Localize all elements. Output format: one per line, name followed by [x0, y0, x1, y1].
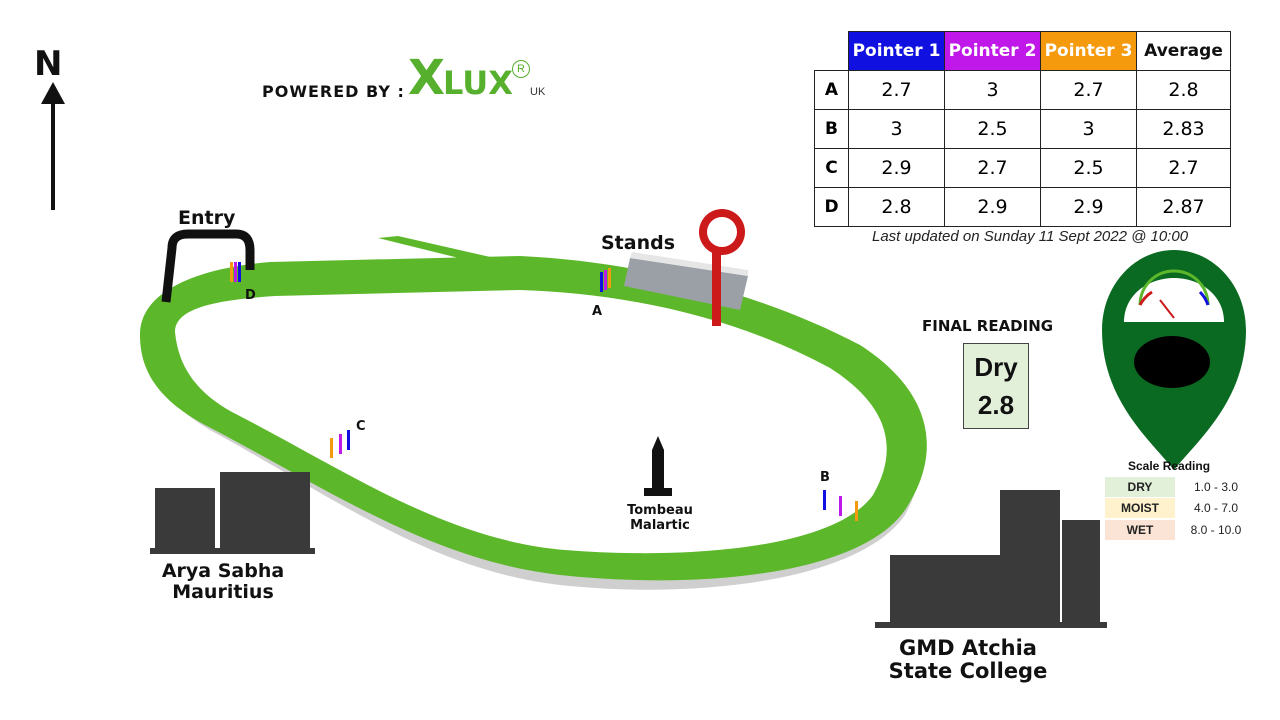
xlux-logo: XLUX — [408, 50, 513, 106]
final-reading-status: Dry — [974, 352, 1018, 382]
table-cell: 2.7 — [848, 70, 945, 110]
table-cell: 3 — [1040, 109, 1137, 149]
arya-line2: Mauritius — [172, 581, 274, 603]
row-label: D — [814, 187, 849, 227]
winning-post — [712, 240, 721, 326]
monument-icon — [644, 436, 672, 496]
row-label: A — [814, 70, 849, 110]
table-row: D 2.8 2.9 2.9 2.87 — [814, 187, 1231, 227]
entry-gate — [161, 229, 255, 303]
pointer-markers-a — [600, 268, 611, 292]
table-cell: 2.7 — [944, 148, 1041, 188]
track-infield — [165, 268, 905, 568]
table-cell: 2.9 — [944, 187, 1041, 227]
table-cell: 2.7 — [1040, 70, 1137, 110]
north-label: N — [34, 44, 63, 84]
scale-row-wet: WET 8.0 - 10.0 — [1105, 520, 1251, 540]
arya-label: Arya Sabha Mauritius — [143, 561, 303, 603]
powered-by-label: POWERED BY : — [262, 82, 405, 101]
table-cell: 2.8 — [848, 187, 945, 227]
row-label: B — [814, 109, 849, 149]
table-cell: 2.9 — [848, 148, 945, 188]
table-cell: 2.87 — [1136, 187, 1231, 227]
pointer-d-label: D — [245, 288, 256, 303]
last-updated-text: Last updated on Sunday 11 Sept 2022 @ 10… — [872, 228, 1189, 245]
registered-icon: R — [512, 60, 530, 78]
track-ring — [140, 256, 927, 581]
track-chute — [378, 236, 600, 288]
pointer-c-label: C — [356, 419, 366, 434]
pointer-markers-d — [230, 262, 241, 282]
gmd-line2: State College — [888, 659, 1048, 683]
table-cell: 2.9 — [1040, 187, 1137, 227]
north-arrow-icon — [41, 82, 65, 210]
stands-label: Stands — [601, 232, 676, 254]
pointer-markers-b — [823, 490, 858, 521]
scale-range: 8.0 - 10.0 — [1190, 523, 1242, 537]
header-pointer-1: Pointer 1 — [848, 31, 945, 71]
scale-range: 1.0 - 3.0 — [1193, 480, 1239, 494]
scale-name: DRY — [1105, 477, 1175, 497]
table-cell: 2.7 — [1136, 148, 1231, 188]
final-reading-title: FINAL READING — [922, 317, 1054, 335]
tombeau-label: Tombeau Malartic — [610, 503, 710, 533]
table-cell: 2.8 — [1136, 70, 1231, 110]
table-cell: 3 — [944, 70, 1041, 110]
moisture-meter-icon — [1102, 250, 1246, 470]
logo-rest: LUX — [443, 64, 513, 102]
table-cell: 2.5 — [1040, 148, 1137, 188]
table-cell: 2.83 — [1136, 109, 1231, 149]
pointer-markers-c — [330, 430, 350, 458]
header-pointer-2: Pointer 2 — [944, 31, 1041, 71]
arya-line1: Arya Sabha — [161, 560, 285, 582]
logo-uk-label: UK — [530, 86, 546, 98]
scale-row-dry: DRY 1.0 - 3.0 — [1105, 477, 1251, 497]
gmd-line1: GMD Atchia — [899, 636, 1037, 660]
tombeau-line1: Tombeau — [627, 503, 693, 518]
tombeau-line2: Malartic — [630, 518, 690, 533]
scale-range: 4.0 - 7.0 — [1193, 501, 1239, 515]
row-label: C — [814, 148, 849, 188]
table-header-row: Pointer 1 Pointer 2 Pointer 3 Average — [814, 31, 1231, 71]
final-reading-box: Dry 2.8 — [963, 343, 1029, 429]
entry-label: Entry — [178, 207, 236, 229]
pointer-b-label: B — [820, 470, 830, 485]
logo-x: X — [408, 50, 445, 106]
table-row: B 3 2.5 3 2.83 — [814, 109, 1231, 149]
table-row: A 2.7 3 2.7 2.8 — [814, 70, 1231, 110]
readings-table: Pointer 1 Pointer 2 Pointer 3 Average A … — [814, 31, 1231, 227]
header-pointer-3: Pointer 3 — [1040, 31, 1137, 71]
scale-row-moist: MOIST 4.0 - 7.0 — [1105, 498, 1251, 518]
header-average: Average — [1136, 31, 1231, 71]
table-cell: 3 — [848, 109, 945, 149]
gmd-building-icon — [875, 490, 1107, 628]
arya-building-icon — [150, 472, 315, 554]
table-corner — [814, 31, 849, 71]
scale-name: WET — [1105, 520, 1175, 540]
pointer-a-label: A — [592, 304, 603, 319]
scale-name: MOIST — [1105, 498, 1175, 518]
gmd-label: GMD Atchia State College — [868, 637, 1068, 683]
final-reading-value: 2.8 — [977, 390, 1015, 420]
scale-reading-title: Scale Reading — [1128, 459, 1211, 473]
table-cell: 2.5 — [944, 109, 1041, 149]
table-row: C 2.9 2.7 2.5 2.7 — [814, 148, 1231, 188]
